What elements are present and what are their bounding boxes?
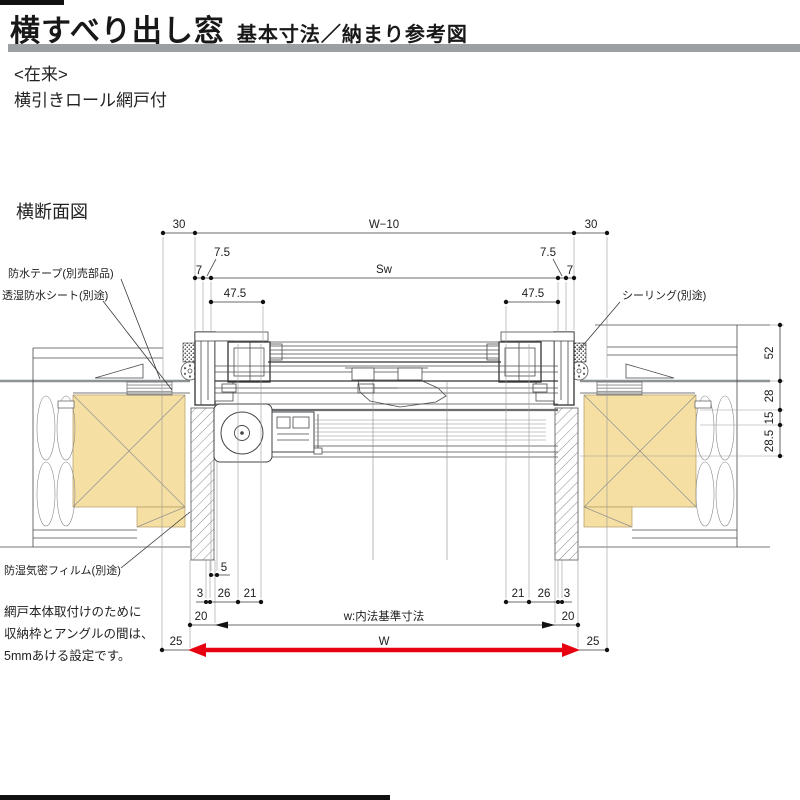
note-line-2: 収納枠とアングルの間は、 — [4, 627, 154, 641]
dim-w-minus-10: W−10 — [369, 219, 399, 231]
wall-structure-left — [0, 342, 200, 548]
dim-left-25: 25 — [170, 636, 183, 648]
wall-fastener-right — [694, 400, 712, 409]
interior-jamb-left — [190, 407, 215, 561]
callout-breathable-sheet: 透湿防水シート(別途) — [2, 288, 108, 302]
dim-top-right-30: 30 — [585, 219, 598, 231]
glazing — [268, 341, 501, 363]
dim-left-3: 3 — [197, 588, 203, 600]
dim-w: W — [379, 636, 390, 648]
screen-mesh — [314, 419, 546, 441]
note-text: 網戸本体取付けのために 収納枠とアングルの間は、 5mmあける設定です。 — [4, 605, 154, 663]
page-header: 横すべり出し窓 基本寸法／納まり参考図 — [10, 6, 468, 50]
dim-right-7-5: 7.5 — [540, 247, 556, 259]
dim-right-26: 26 — [538, 588, 551, 600]
note-line-3: 5mmあける設定です。 — [4, 648, 131, 663]
dim-52: 52 — [764, 347, 776, 360]
dim-left-7: 7 — [196, 265, 202, 277]
dim-top-left-30: 30 — [173, 219, 186, 231]
wall-fastener-left — [57, 400, 75, 409]
config-label: 横引きロール網戸付 — [14, 91, 167, 110]
dim-left-26: 26 — [218, 588, 231, 600]
note-line-1: 網戸本体取付けのために — [4, 605, 142, 619]
roll-screen-unit — [213, 403, 546, 463]
dim-right-7: 7 — [567, 265, 573, 277]
dim-5: 5 — [221, 562, 227, 574]
dim-w-inner: w:内法基準寸法 — [343, 609, 425, 623]
dim-sw: Sw — [376, 264, 393, 276]
dim-28: 28 — [764, 390, 776, 403]
dim-left-21: 21 — [244, 588, 257, 600]
dim-left-47-5: 47.5 — [224, 288, 246, 300]
callout-waterproof-tape: 防水テープ(別売部品) — [8, 266, 114, 280]
insulation-right — [695, 395, 735, 527]
page-edge-mark-top — [0, 0, 64, 5]
interior-jamb-right — [554, 407, 579, 561]
title-underline-bar — [8, 44, 800, 52]
page-title: 横すべり出し窓 — [10, 15, 225, 48]
page-edge-mark-bottom — [0, 795, 390, 800]
w-dimension-red-arrow — [188, 643, 580, 657]
section-title: 横断面図 — [16, 202, 88, 222]
variant-label: <在来> — [14, 65, 68, 84]
dim-right-25: 25 — [587, 636, 600, 648]
wall-structure-right — [569, 324, 770, 548]
dim-right-20: 20 — [562, 611, 575, 623]
dim-28-5: 28.5 — [764, 430, 776, 452]
waterproof-tape-left — [126, 381, 173, 396]
window-frame — [190, 331, 579, 561]
callout-moisture-film: 防湿気密フィルム(別途) — [4, 563, 121, 577]
dim-left-20: 20 — [195, 611, 208, 623]
dim-right-3: 3 — [564, 588, 570, 600]
insulation-left — [36, 395, 76, 527]
operator-handle — [345, 367, 447, 408]
dim-15: 15 — [764, 412, 776, 425]
waterproof-tape-right — [596, 381, 643, 396]
dim-right-47-5: 47.5 — [522, 288, 544, 300]
callouts: 防水テープ(別売部品) 透湿防水シート(別途) シーリング(別途) 防湿気密フィ… — [2, 266, 706, 577]
dim-left-7-5: 7.5 — [214, 247, 230, 259]
page-subtitle: 基本寸法／納まり参考図 — [236, 24, 468, 46]
callout-sealing: シーリング(別途) — [622, 288, 706, 302]
dimension-lines: 30 W−10 30 7 7.5 Sw 7.5 7 47.5 47.5 — [159, 219, 784, 657]
dim-right-21: 21 — [512, 588, 525, 600]
